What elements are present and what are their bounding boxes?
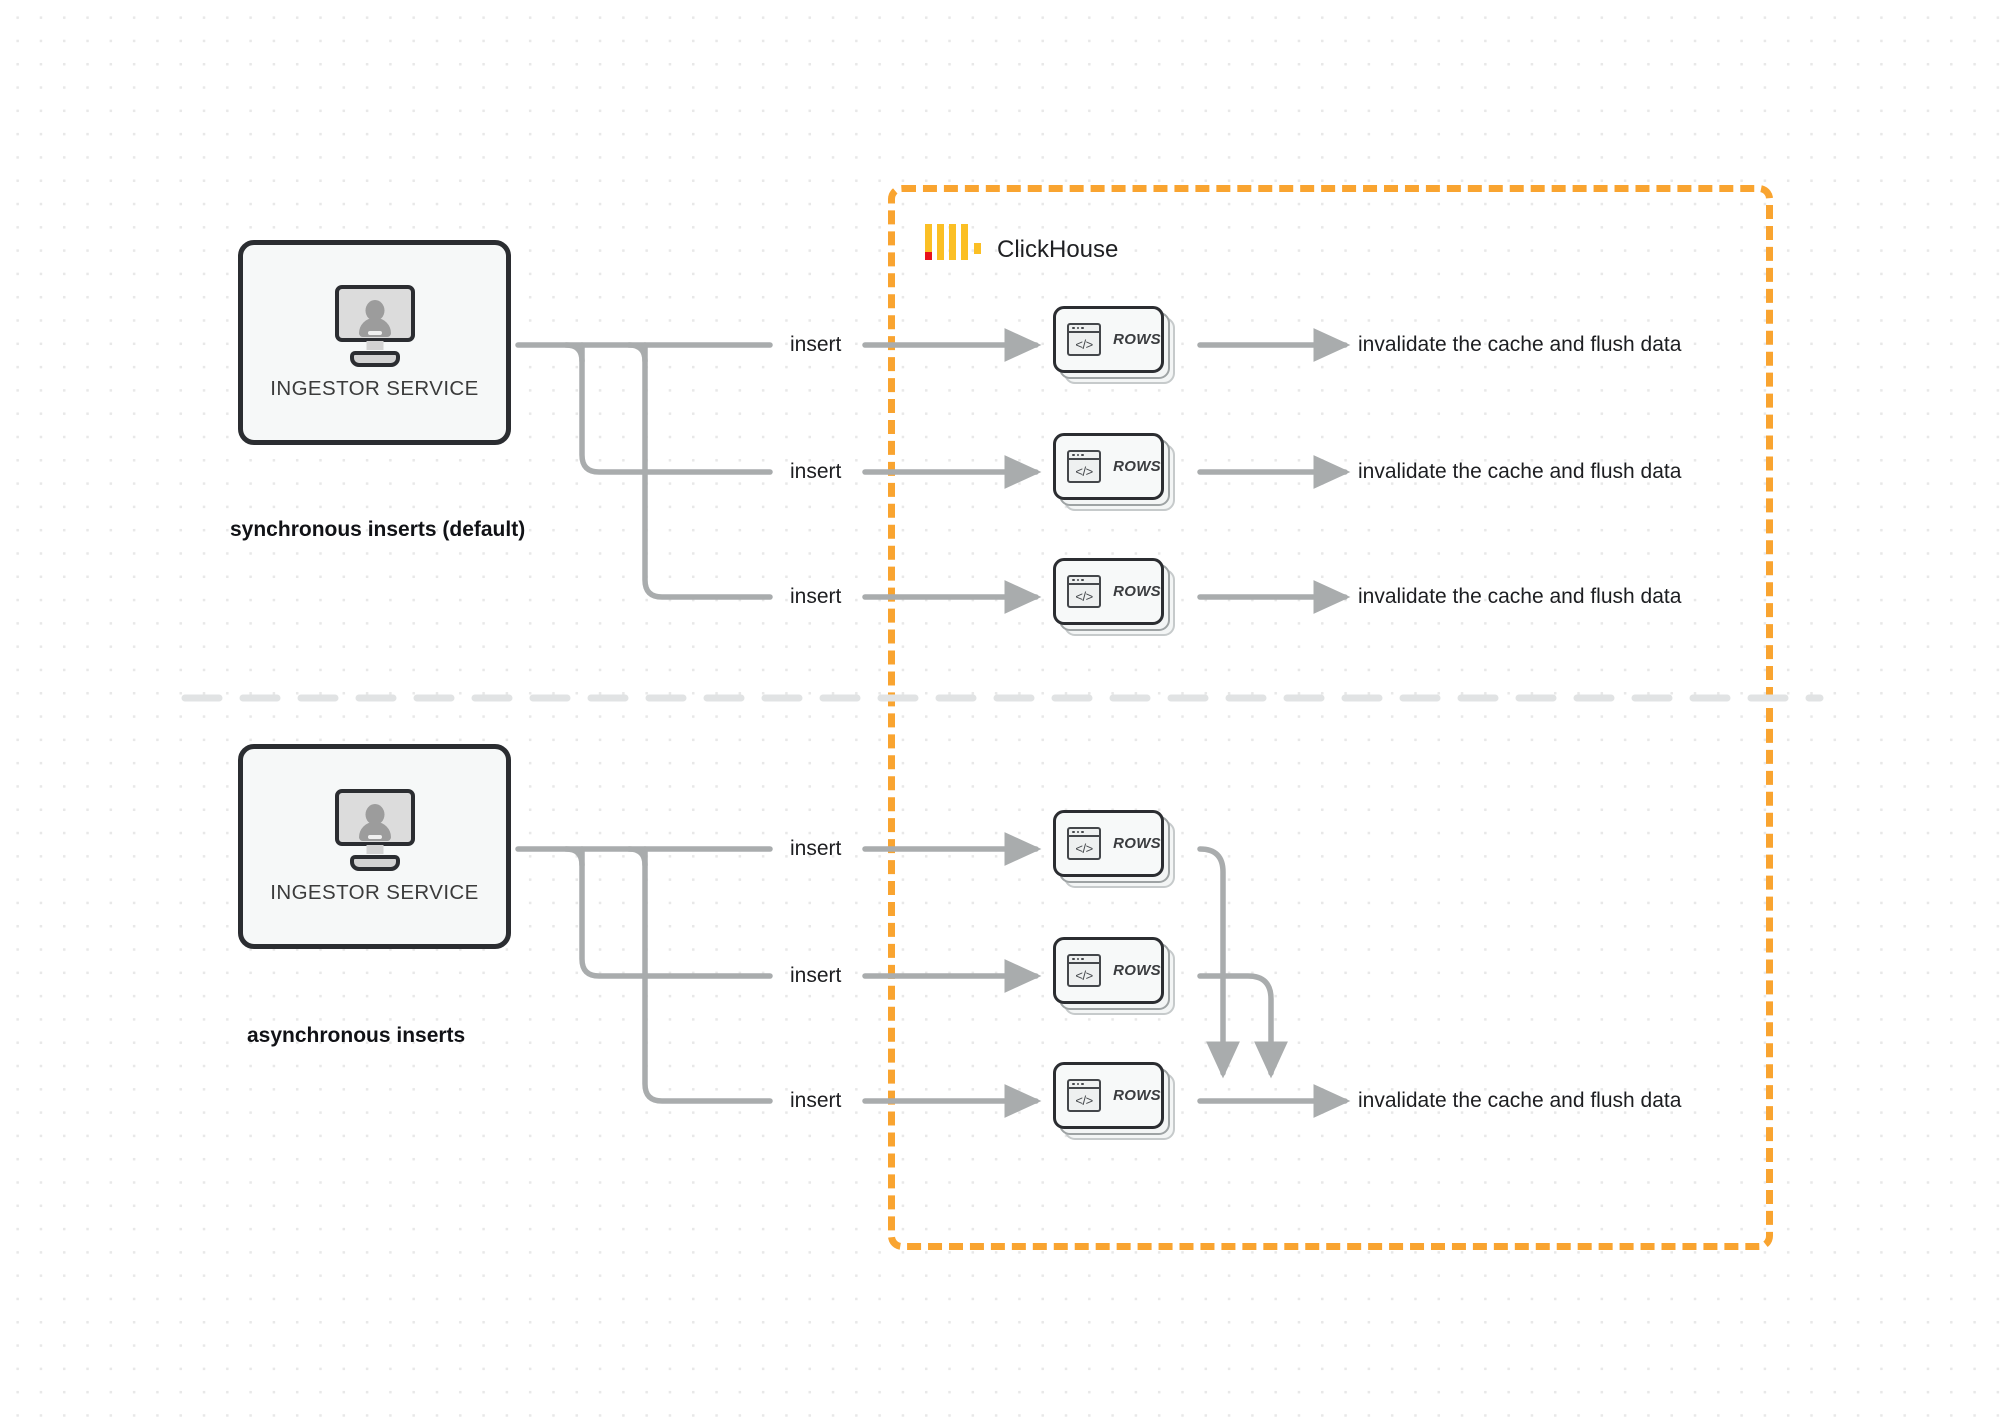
- code-window-icon: </>: [1067, 575, 1102, 608]
- monitor-user-icon: [331, 788, 419, 871]
- insert-label-sync-1: insert: [790, 333, 842, 356]
- ingestor-service-label: INGESTOR SERVICE: [270, 376, 479, 400]
- rows-card-async-2[interactable]: </> ROWS: [1053, 937, 1175, 1015]
- insert-label-sync-3: insert: [790, 585, 842, 608]
- rows-card-label: ROWS: [1113, 583, 1161, 600]
- clickhouse-logo-icon: [925, 224, 981, 260]
- rows-card-label: ROWS: [1113, 1087, 1161, 1104]
- clickhouse-logo: ClickHouse: [925, 224, 1119, 263]
- insert-label-async-3: insert: [790, 1089, 842, 1112]
- rows-card-label: ROWS: [1113, 458, 1161, 475]
- ingestor-service-label: INGESTOR SERVICE: [270, 880, 479, 904]
- code-window-icon: </>: [1067, 323, 1102, 356]
- rows-card-label: ROWS: [1113, 331, 1161, 348]
- clickhouse-boundary: [888, 185, 1773, 1250]
- rows-card-label: ROWS: [1113, 835, 1161, 852]
- result-label-sync-2: invalidate the cache and flush data: [1358, 460, 1682, 483]
- rows-card-sync-1[interactable]: </> ROWS: [1053, 306, 1175, 384]
- rows-card-sync-2[interactable]: </> ROWS: [1053, 433, 1175, 511]
- caption-synchronous: synchronous inserts (default): [230, 518, 526, 541]
- ingestor-service-box-asynchronous[interactable]: INGESTOR SERVICE: [238, 744, 511, 949]
- code-window-icon: </>: [1067, 450, 1102, 483]
- code-window-icon: </>: [1067, 1079, 1102, 1112]
- rows-card-sync-3[interactable]: </> ROWS: [1053, 558, 1175, 636]
- insert-label-sync-2: insert: [790, 460, 842, 483]
- ingestor-service-box-synchronous[interactable]: INGESTOR SERVICE: [238, 240, 511, 445]
- code-window-icon: </>: [1067, 954, 1102, 987]
- insert-label-async-2: insert: [790, 964, 842, 987]
- rows-card-async-3[interactable]: </> ROWS: [1053, 1062, 1175, 1140]
- rows-card-label: ROWS: [1113, 962, 1161, 979]
- code-window-icon: </>: [1067, 827, 1102, 860]
- result-label-sync-1: invalidate the cache and flush data: [1358, 333, 1682, 356]
- clickhouse-label: ClickHouse: [997, 236, 1119, 263]
- monitor-user-icon: [331, 284, 419, 367]
- insert-label-async-1: insert: [790, 837, 842, 860]
- result-label-async: invalidate the cache and flush data: [1358, 1089, 1682, 1112]
- result-label-sync-3: invalidate the cache and flush data: [1358, 585, 1682, 608]
- caption-asynchronous: asynchronous inserts: [247, 1024, 466, 1047]
- rows-card-async-1[interactable]: </> ROWS: [1053, 810, 1175, 888]
